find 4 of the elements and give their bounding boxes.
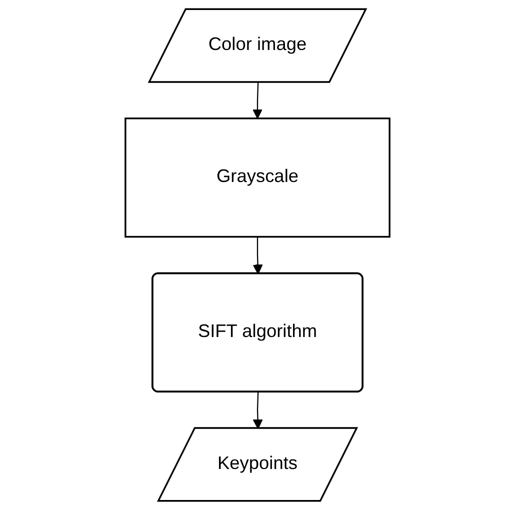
arrow: [252, 236, 263, 274]
node-box: Grayscale: [124, 118, 390, 238]
arrow: [252, 392, 263, 430]
arrow: [252, 82, 262, 119]
